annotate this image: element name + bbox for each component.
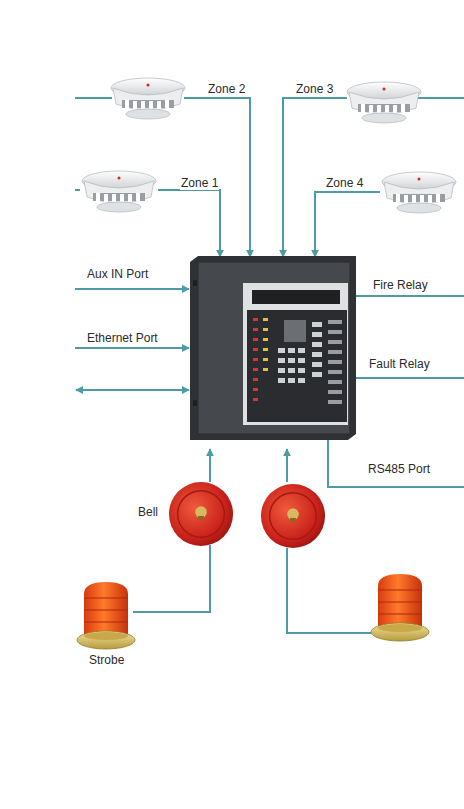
wiring <box>75 98 464 633</box>
device-label: Bell <box>137 505 159 519</box>
relay-label: Fire Relay <box>372 278 429 292</box>
relay-label: Fault Relay <box>368 357 431 371</box>
smoke-detector <box>347 82 421 123</box>
port-label: RS485 Port <box>367 462 431 476</box>
strobe-light <box>371 574 429 641</box>
smoke-detector <box>382 172 456 213</box>
port-label: Aux IN Port <box>86 267 149 281</box>
device-label: Strobe <box>88 653 125 667</box>
zone-label: Zone 3 <box>295 82 334 96</box>
zone-label: Zone 2 <box>207 82 246 96</box>
control-panel <box>190 256 356 440</box>
smoke-detector <box>111 78 185 119</box>
port-label: Ethernet Port <box>86 331 159 345</box>
alarm-bell <box>261 484 325 548</box>
zone-label: Zone 1 <box>180 176 219 190</box>
strobe-light <box>77 582 135 649</box>
zone-label: Zone 4 <box>325 176 364 190</box>
smoke-detector <box>82 171 156 212</box>
alarm-bell <box>169 482 233 546</box>
